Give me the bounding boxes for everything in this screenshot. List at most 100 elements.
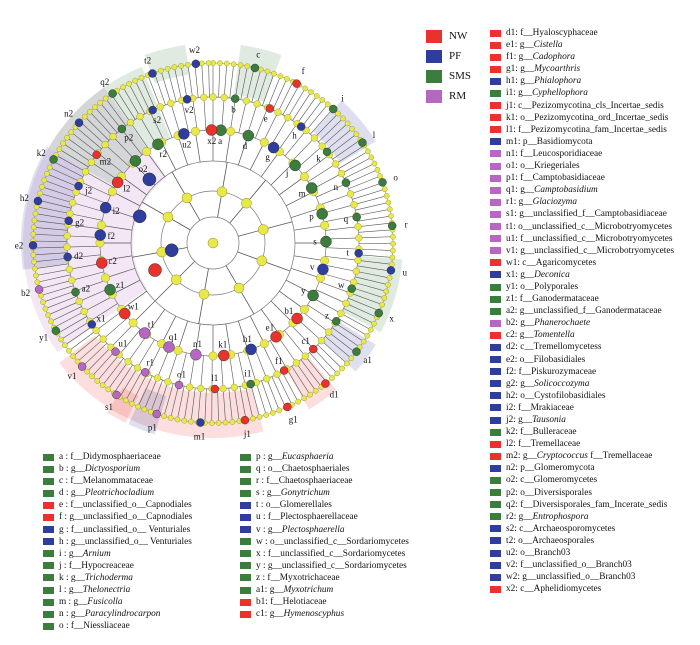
tree-ring bbox=[186, 216, 240, 270]
tip-node bbox=[237, 62, 244, 68]
branch-line bbox=[50, 306, 82, 322]
branch-line bbox=[293, 224, 325, 231]
tip-node bbox=[62, 342, 68, 349]
branch-line bbox=[325, 247, 359, 250]
branch-line bbox=[178, 352, 187, 385]
taxon-key-item: h1: g__Phialophora bbox=[490, 75, 674, 87]
clade-label: v1 bbox=[67, 371, 76, 381]
tip-node bbox=[385, 199, 392, 206]
branch-line bbox=[141, 77, 156, 110]
tip-node bbox=[263, 412, 270, 418]
branch-line bbox=[89, 111, 114, 137]
taxon-key-label: r1 bbox=[506, 197, 514, 208]
biomarker-node bbox=[291, 312, 303, 325]
branch-line bbox=[279, 290, 305, 310]
inner-node bbox=[101, 140, 109, 149]
biomarker-node bbox=[49, 155, 58, 164]
tip-node bbox=[126, 80, 132, 87]
clade-label: z bbox=[325, 310, 329, 320]
tip-node bbox=[360, 338, 367, 345]
taxon-key-item: e : f__unclassified_o__Capnodiales bbox=[43, 499, 192, 511]
branch-line bbox=[353, 195, 387, 206]
taxon-key-label: r bbox=[256, 476, 260, 487]
branch-line bbox=[353, 281, 387, 292]
tip-node bbox=[365, 148, 371, 155]
taxon-key-separator: : bbox=[260, 572, 268, 583]
taxon-key-separator: : bbox=[515, 245, 521, 256]
taxon-group-swatch bbox=[240, 526, 251, 534]
biomarker-node bbox=[321, 379, 330, 388]
clade-label: t1 bbox=[148, 319, 155, 329]
branch-line bbox=[276, 374, 293, 405]
tip-node bbox=[185, 61, 191, 68]
taxon-name: Chaetosphaeriales bbox=[281, 464, 350, 475]
branch-line bbox=[47, 301, 80, 316]
tip-node bbox=[329, 375, 335, 381]
taxon-key-separator: : bbox=[66, 597, 74, 608]
taxon-key-separator: : bbox=[61, 548, 69, 559]
branch-line bbox=[341, 157, 372, 174]
tip-node bbox=[94, 378, 101, 384]
taxon-rank-prefix: c__ bbox=[520, 342, 534, 353]
taxon-key-separator: : bbox=[513, 52, 519, 63]
taxon-key-item: t : o__Glomerellales bbox=[240, 499, 409, 511]
taxon-key-item: x2: c__Aphelidiomycetes bbox=[490, 583, 674, 595]
branch-line bbox=[187, 64, 193, 99]
taxon-key-separator: : bbox=[515, 233, 521, 244]
taxon-key-item: l1: f__Pezizomycotina_fam_Incertae_sedis bbox=[490, 124, 674, 136]
tip-node bbox=[45, 312, 51, 318]
taxon-key-separator: : bbox=[63, 464, 71, 475]
branch-line bbox=[95, 310, 123, 331]
taxon-key-separator: : bbox=[513, 100, 519, 111]
taxon-key-separator: : bbox=[62, 512, 70, 523]
inner-node bbox=[173, 346, 183, 355]
biomarker-node bbox=[240, 415, 250, 425]
branch-line bbox=[325, 256, 359, 261]
taxon-group-swatch bbox=[490, 174, 501, 182]
biomarker-node bbox=[152, 138, 164, 151]
branch-line bbox=[72, 334, 100, 357]
taxon-key-item: z : f__Myxotrichaceae bbox=[240, 572, 409, 584]
clade-label: r1 bbox=[147, 358, 155, 368]
branch-line bbox=[208, 63, 210, 98]
tip-node bbox=[335, 110, 341, 117]
taxon-key-item: b2: g__Phanerochaete bbox=[490, 317, 674, 329]
tip-node bbox=[68, 129, 74, 135]
taxon-key-label: g bbox=[59, 524, 64, 535]
tip-node bbox=[30, 252, 37, 258]
taxon-key-separator: : bbox=[265, 597, 271, 608]
branch-line bbox=[358, 222, 392, 228]
taxon-key-item: i : g__Arnium bbox=[43, 548, 192, 560]
inner-node bbox=[153, 374, 161, 382]
biomarker-node bbox=[283, 402, 292, 412]
branch-line bbox=[147, 75, 161, 107]
taxon-rank-prefix: c__ bbox=[518, 100, 532, 111]
taxon-rank-prefix: g__ bbox=[519, 40, 534, 51]
branch-line bbox=[68, 330, 97, 352]
branch-line bbox=[279, 176, 305, 196]
branch-line bbox=[42, 290, 76, 303]
taxon-rank-prefix: o__ bbox=[518, 221, 533, 232]
inner-node bbox=[317, 337, 326, 345]
inner-node bbox=[300, 172, 309, 181]
inner-node bbox=[318, 142, 326, 150]
branch-line bbox=[127, 334, 148, 362]
taxon-rank-prefix: f__ bbox=[519, 294, 533, 305]
clade-label: m1 bbox=[194, 432, 206, 442]
branch-line bbox=[343, 308, 375, 324]
taxon-key-label: c2 bbox=[506, 330, 515, 341]
taxon-group-swatch bbox=[490, 428, 501, 436]
branch-line bbox=[358, 236, 393, 239]
clade-label: e1 bbox=[266, 323, 275, 333]
tip-node bbox=[102, 95, 109, 102]
taxon-key-separator: : bbox=[515, 548, 521, 559]
clade-label: p1 bbox=[148, 422, 157, 432]
clade-highlight bbox=[21, 147, 87, 270]
branch-line bbox=[72, 202, 105, 213]
inner-node bbox=[257, 224, 269, 235]
taxon-key-separator: : bbox=[63, 524, 71, 535]
branch-line bbox=[105, 268, 136, 279]
taxon-name: Mrakiaceae bbox=[530, 402, 574, 413]
taxon-group-swatch bbox=[490, 489, 501, 497]
